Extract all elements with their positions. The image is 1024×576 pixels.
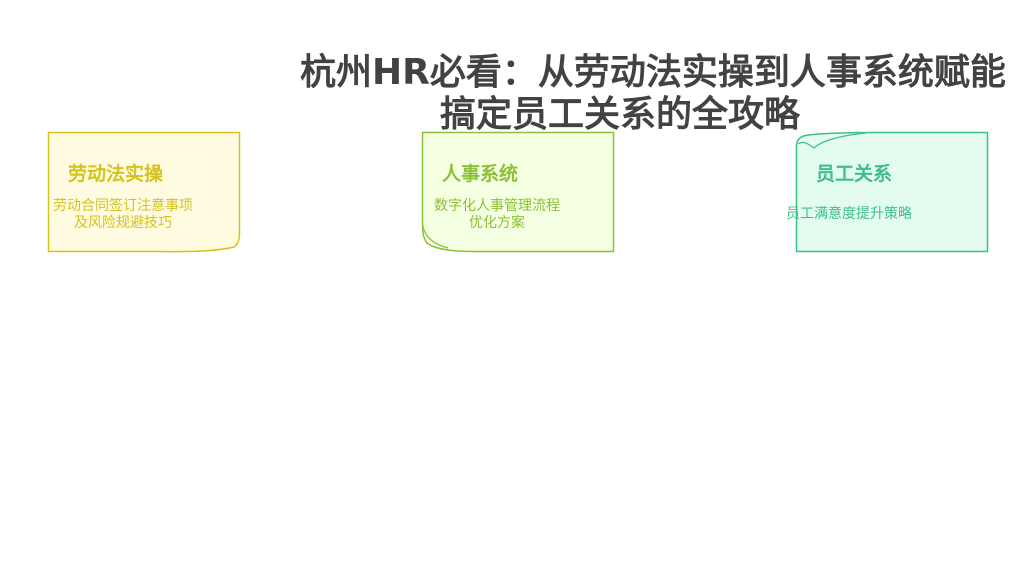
card-description: 劳动合同签订注意事项 及风险规避技巧 — [53, 198, 193, 231]
card-title: 员工关系 — [816, 163, 893, 185]
card-title: 劳动法实操 — [68, 163, 164, 185]
card-description: 员工满意度提升策略 — [786, 206, 912, 222]
card-shape — [421, 131, 615, 253]
card-title: 人事系统 — [442, 163, 519, 185]
card-description: 数字化人事管理流程 优化方案 — [434, 198, 560, 231]
card-shape — [47, 131, 241, 253]
title-line-1: 杭州HR必看：从劳动法实操到人事系统赋能 — [300, 52, 1006, 93]
card-shape — [795, 131, 989, 253]
title-line-2: 搞定员工关系的全攻略 — [439, 94, 800, 135]
card-labor-law: 劳动法实操 劳动合同签订注意事项 及风险规避技巧 — [47, 131, 241, 253]
page-title: 杭州HR必看：从劳动法实操到人事系统赋能 搞定员工关系的全攻略 — [300, 52, 1006, 136]
card-employee-relations: 员工关系 员工满意度提升策略 — [786, 131, 989, 253]
card-hr-system: 人事系统 数字化人事管理流程 优化方案 — [421, 131, 615, 253]
